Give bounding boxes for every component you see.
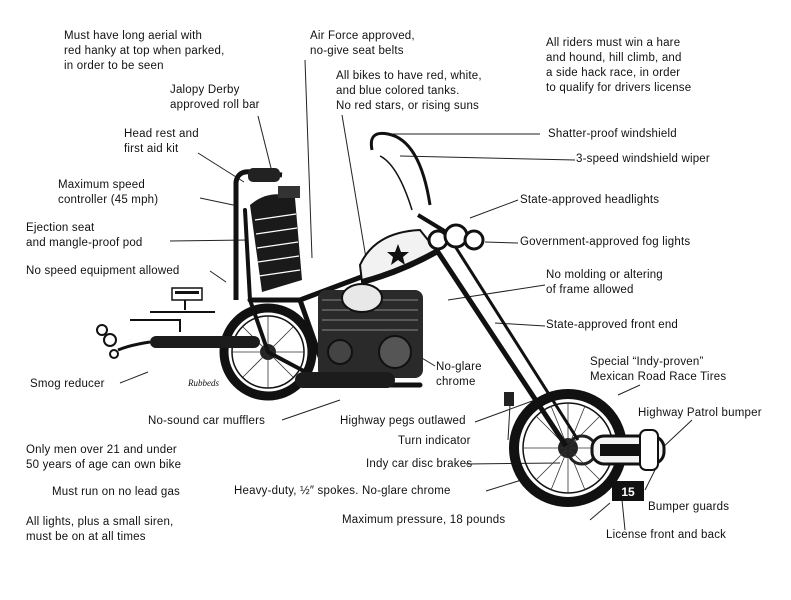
label-wiper: 3-speed windshield wiper	[576, 153, 710, 165]
label-front-end: State-approved front end	[546, 319, 679, 331]
label-roll-bar: Jalopy Derby approved roll bar	[170, 84, 260, 111]
label-highway-pegs: Highway pegs outlawed	[340, 415, 466, 427]
label-tanks: All bikes to have red, white, and blue c…	[336, 70, 482, 112]
front-fork	[416, 213, 580, 448]
label-bumper-guards: Bumper guards	[648, 501, 730, 513]
license-plate-number: 15	[621, 485, 635, 499]
headlights	[427, 223, 485, 251]
label-lead-gas: Must run on no lead gas	[52, 486, 180, 498]
mufflers	[117, 336, 395, 388]
label-speed-controller: Maximum speed controller (45 mph)	[58, 179, 159, 206]
label-no-speed-equipment: No speed equipment allowed	[26, 265, 180, 277]
label-smog-reducer: Smog reducer	[30, 378, 105, 390]
label-fog-lights: Government-approved fog lights	[520, 236, 691, 248]
label-mufflers: No-sound car mufflers	[148, 415, 266, 427]
label-spokes: Heavy-duty, ½″ spokes. No-glare chrome	[234, 485, 451, 497]
windshield	[369, 131, 432, 211]
smog-reducer	[96, 311, 215, 359]
rear-wheel	[219, 303, 317, 401]
label-seat-belts: Air Force approved, no-give seat belts	[310, 30, 415, 57]
label-no-molding: No molding or altering of frame allowed	[546, 269, 663, 296]
label-no-glare-chrome: No-glare chrome	[436, 361, 482, 388]
label-lights-siren: All lights, plus a small siren, must be …	[26, 516, 174, 543]
label-hare-hound: All riders must win a hare and hound, hi…	[546, 37, 692, 94]
turn-indicator	[504, 392, 514, 406]
label-aerial: Must have long aerial with red hanky at …	[64, 30, 225, 72]
engine	[318, 283, 423, 378]
label-license: License front and back	[606, 529, 727, 541]
aerial	[171, 287, 203, 310]
gas-tank	[358, 228, 438, 285]
artist-signature: Rubbeds	[187, 378, 219, 388]
leader-lines	[119, 59, 693, 531]
seat-and-backrest	[233, 168, 302, 300]
license-plate: 15	[612, 481, 644, 501]
label-max-pressure: Maximum pressure, 18 pounds	[342, 514, 506, 526]
label-disc-brakes: Indy car disc brakes	[366, 458, 473, 470]
label-patrol-bumper: Highway Patrol bumper	[638, 407, 762, 419]
label-turn-indicator: Turn indicator	[398, 435, 471, 447]
label-indy-tires: Special “Indy-proven” Mexican Road Race …	[590, 356, 727, 383]
front-bumper	[590, 429, 666, 471]
label-head-rest: Head rest and first aid kit	[124, 128, 199, 155]
label-ejection-seat: Ejection seat and mangle-proof pod	[26, 222, 143, 249]
label-age-rule: Only men over 21 and under 50 years of a…	[26, 444, 182, 471]
label-windshield: Shatter-proof windshield	[548, 128, 677, 140]
label-headlights: State-approved headlights	[520, 194, 660, 206]
